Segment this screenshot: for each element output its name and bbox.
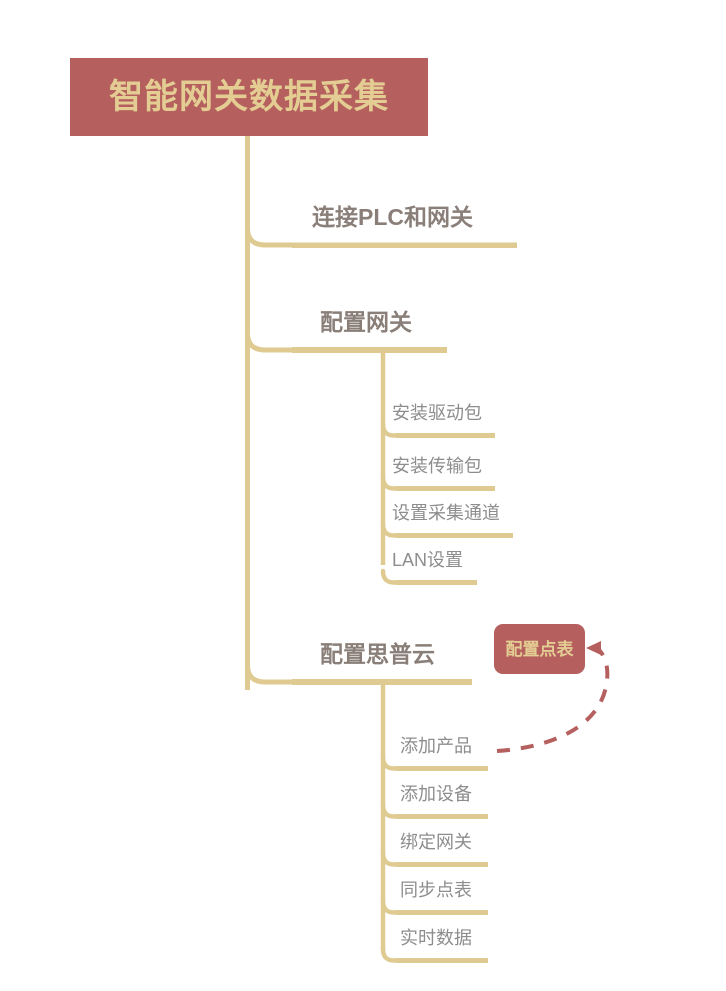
leaf-node-label: 安装传输包 bbox=[392, 456, 482, 476]
leaf-node-label: 安装驱动包 bbox=[392, 403, 482, 423]
annotation-callout-box[interactable]: 配置点表 bbox=[494, 624, 585, 674]
leaf-node-label: LAN设置 bbox=[392, 550, 464, 570]
child-connector-2-4 bbox=[380, 568, 403, 585]
branch-node-label: 配置网关 bbox=[320, 308, 412, 335]
annotation-callout-label: 配置点表 bbox=[505, 639, 574, 659]
child-connector-2-3 bbox=[380, 521, 403, 538]
branch-connector-1 bbox=[245, 225, 295, 248]
leaf-node-realtime-data[interactable]: 实时数据 bbox=[400, 925, 472, 951]
branch-node-configure-sipu-cloud[interactable]: 配置思普云 bbox=[320, 637, 435, 671]
leaf-node-label: 实时数据 bbox=[400, 928, 472, 948]
child-underline-3-4 bbox=[396, 910, 488, 915]
root-node[interactable]: 智能网关数据采集 bbox=[70, 58, 428, 136]
child-connector-2-2 bbox=[380, 474, 403, 491]
child-underline-3-3 bbox=[396, 862, 488, 867]
branch-node-label: 配置思普云 bbox=[320, 640, 435, 667]
leaf-node-install-driver-package[interactable]: 安装驱动包 bbox=[392, 400, 482, 426]
branch-connector-2 bbox=[245, 330, 295, 353]
leaf-node-add-product[interactable]: 添加产品 bbox=[400, 733, 472, 759]
root-node-label: 智能网关数据采集 bbox=[109, 78, 389, 116]
branch-node-configure-gateway[interactable]: 配置网关 bbox=[320, 305, 412, 339]
child-connector-2-1 bbox=[380, 421, 403, 438]
leaf-node-sync-point-table[interactable]: 同步点表 bbox=[400, 877, 472, 903]
child-underline-2-1 bbox=[396, 433, 495, 438]
leaf-node-label: 同步点表 bbox=[400, 880, 472, 900]
branch-connector-3 bbox=[245, 662, 295, 685]
leaf-node-label: 添加设备 bbox=[400, 784, 472, 804]
child-underline-2-3 bbox=[396, 533, 513, 538]
annotation-arrowhead-icon bbox=[586, 641, 601, 655]
branch-underline-2 bbox=[292, 347, 447, 353]
child-underline-3-5 bbox=[396, 958, 488, 963]
child-underline-3-1 bbox=[396, 766, 488, 771]
child-underline-2-2 bbox=[396, 486, 495, 491]
leaf-node-install-transport-package[interactable]: 安装传输包 bbox=[392, 453, 482, 479]
child-underline-3-2 bbox=[396, 814, 488, 819]
leaf-node-bind-gateway[interactable]: 绑定网关 bbox=[400, 829, 472, 855]
annotation-arrow-line bbox=[496, 646, 610, 753]
child-connector-3-5 bbox=[380, 946, 403, 963]
child-connector-3-2 bbox=[380, 802, 403, 819]
leaf-node-set-collection-channel[interactable]: 设置采集通道 bbox=[392, 500, 500, 526]
branch-node-connect-plc[interactable]: 连接PLC和网关 bbox=[312, 200, 473, 234]
leaf-node-label: 绑定网关 bbox=[400, 832, 472, 852]
branch-node-label: 连接PLC和网关 bbox=[312, 203, 473, 230]
leaf-node-label: 添加产品 bbox=[400, 736, 472, 756]
child-connector-3-4 bbox=[380, 898, 403, 915]
child-underline-2-4 bbox=[396, 580, 477, 585]
leaf-node-label: 设置采集通道 bbox=[392, 503, 500, 523]
child-connector-3-3 bbox=[380, 850, 403, 867]
leaf-node-lan-settings[interactable]: LAN设置 bbox=[392, 547, 463, 573]
branch-underline-1 bbox=[292, 242, 517, 248]
child-connector-3-1 bbox=[380, 754, 403, 771]
leaf-node-add-device[interactable]: 添加设备 bbox=[400, 781, 472, 807]
